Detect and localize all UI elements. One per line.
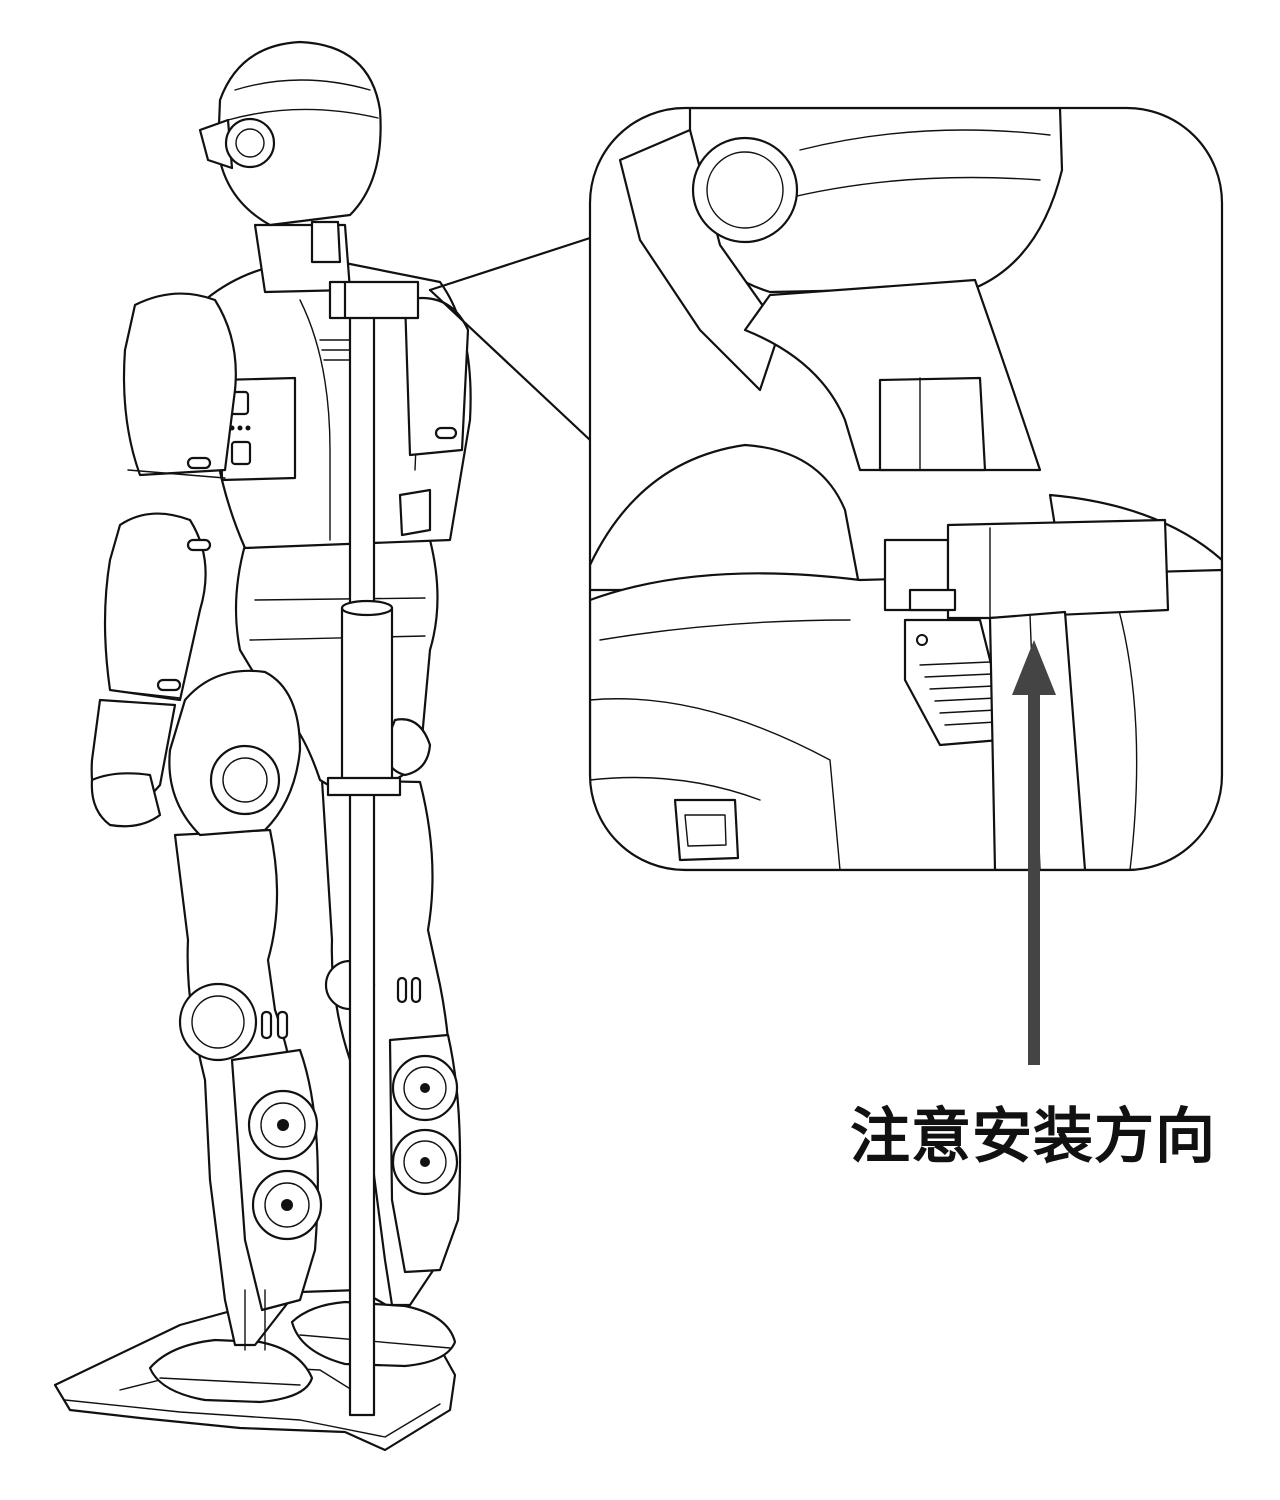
right-leg [320, 778, 462, 1307]
callout-label: 注意安装方向 [850, 1102, 1216, 1172]
support-pole [326, 280, 420, 1417]
right-arm [398, 296, 470, 537]
left-arm [90, 292, 237, 828]
callout-leader [428, 236, 592, 442]
neck [253, 220, 352, 294]
left-foot [148, 1338, 314, 1404]
torso [203, 259, 472, 550]
head [198, 40, 382, 227]
left-leg [173, 828, 323, 1351]
detail-view [588, 106, 1224, 872]
arrow-up-icon [1012, 640, 1056, 1065]
